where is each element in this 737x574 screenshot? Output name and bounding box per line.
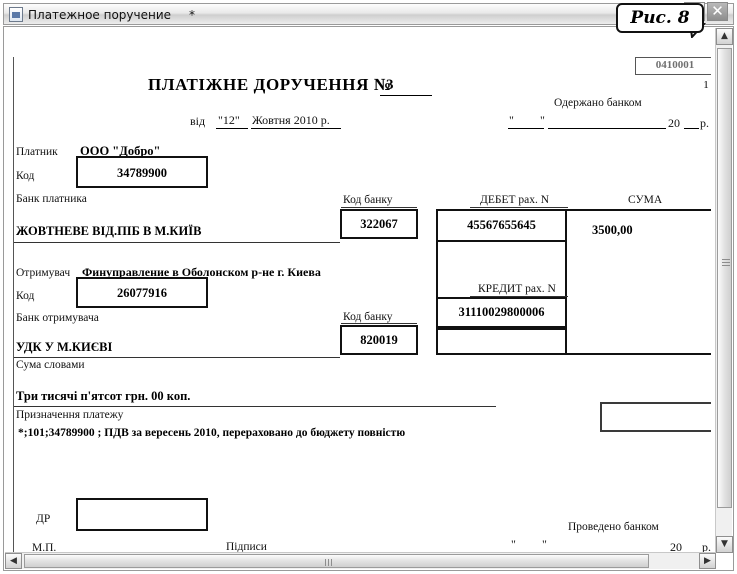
scroll-grip-icon [722,259,730,266]
received-year-prefix: 20 [668,116,680,130]
form-left-border [13,57,14,554]
payer-code-box[interactable] [76,156,208,188]
received-by-bank-label: Одержано банком [554,97,642,109]
receiver-bank-code-label-underline [341,323,417,324]
document-number[interactable]: 3 [386,77,394,93]
carried-year-suffix: р. [702,540,711,554]
payer-bank-code-value: 322067 [360,217,398,231]
payer-name[interactable]: ООО "Добро" [80,144,161,158]
received-year-suffix: р. [700,116,709,130]
sum-value: 3500,00 [592,223,633,237]
payer-bank-code-box[interactable] [340,209,418,239]
horizontal-scrollbar[interactable]: ◀ ▶ [5,552,716,569]
form-code-value: 0410001 [655,59,695,71]
date-monthyear-underline [251,128,341,129]
document-icon [9,7,23,22]
payer-code-value: 34789900 [117,166,167,180]
vertical-scroll-thumb[interactable] [717,48,732,508]
debet-label-underline [470,207,568,208]
payer-code-label: Код [16,170,35,182]
kredit-label: КРЕДИТ рах. N [478,283,556,295]
horizontal-scroll-thumb[interactable] [24,554,649,568]
dr-label: ДР [36,513,51,525]
close-icon[interactable]: ✕ [707,2,728,21]
payer-bank-label: Банк платника [16,193,87,205]
date-prefix-label: від [190,114,206,128]
scroll-up-icon[interactable]: ▲ [716,28,733,45]
kredit-account-value: 31110029800006 [458,305,545,319]
payer-bank-code-label: Код банку [343,194,393,206]
scroll-grip-icon [325,559,333,566]
modified-indicator: * [189,8,195,22]
scroll-down-icon[interactable]: ▼ [716,536,733,553]
payment-order-form: 0410001 1 ПЛАТІЖНЕ ДОРУЧЕННЯ № 3 від "12… [8,29,711,554]
sum-in-words-label: Сума словами [16,359,85,371]
receiver-bank-code-box[interactable] [340,325,418,355]
date-monthyear-value[interactable]: Жовтня 2010 р. [252,113,330,127]
sum-in-words-underline [14,406,496,407]
sum-label: СУМА [628,194,663,206]
debet-account-box[interactable] [436,209,567,242]
payment-purpose-label: Призначення платежу [16,409,124,421]
purpose-side-box[interactable] [600,402,711,432]
page-number: 1 [703,79,709,91]
dr-box[interactable] [76,498,208,531]
receiver-name[interactable]: Финуправление в Оболонском р-не г. Киева [82,265,321,279]
signatures-label: Підписи [226,541,267,553]
carried-year-prefix: 20 [670,540,682,554]
received-quote-close: " [540,113,545,127]
date-day-underline [216,128,248,129]
document-client-area: 0410001 1 ПЛАТІЖНЕ ДОРУЧЕННЯ № 3 від "12… [3,26,734,571]
received-month-line [548,128,666,129]
page-title: ПЛАТІЖНЕ ДОРУЧЕННЯ № [148,75,392,94]
receiver-label: Отримувач [16,267,71,279]
scroll-left-icon[interactable]: ◀ [5,553,22,569]
debet-label: ДЕБЕТ рах. N [480,194,550,206]
receiver-bank-code-value: 820019 [360,333,398,347]
payment-purpose-value[interactable]: *;101;34789900 ; ПДВ за вересень 2010, п… [18,427,406,439]
payer-label: Платник [16,146,58,158]
carried-by-bank-label: Проведено банком [568,521,659,533]
receiver-bank-label: Банк отримувача [16,312,99,324]
received-quote-open: " [509,113,514,127]
receiver-code-box[interactable] [76,277,208,308]
payer-bank-code-label-underline [341,207,417,208]
accounts-table-separator [565,209,567,355]
receiver-bank-underline [14,357,340,358]
vertical-scrollbar[interactable]: ▲ ▼ [715,28,733,553]
debet-account-value: 45567655645 [467,218,536,232]
received-day-line [508,128,544,129]
form-code-box [635,57,711,75]
kredit-account-box[interactable] [436,297,567,328]
extra-account-box[interactable] [436,328,567,355]
scroll-right-icon[interactable]: ▶ [699,553,716,569]
receiver-code-label: Код [16,290,35,302]
figure-callout-label: Рис. 8 [616,3,704,33]
title-bar[interactable]: Платежное поручение * [3,3,734,25]
receiver-bank-name[interactable]: УДК У М.КИЄВІ [16,340,113,354]
date-day-value[interactable]: "12" [218,113,240,127]
receiver-bank-code-label: Код банку [343,311,393,323]
sum-in-words-value[interactable]: Три тисячі п'ятсот грн. 00 коп. [16,389,191,403]
window-title: Платежное поручение [28,8,172,22]
carried-quote-open: " [511,537,516,551]
receiver-code-value: 26077916 [117,286,167,300]
payer-bank-name[interactable]: ЖОВТНЕВЕ ВІД.ПІБ В М.КИЇВ [16,224,202,238]
received-year-line [684,128,699,129]
carried-quote-close: " [542,537,547,551]
stamp-place-label: М.П. [32,542,57,554]
document-number-underline [380,95,432,96]
payer-bank-underline [14,242,340,243]
kredit-label-underline [470,296,568,297]
